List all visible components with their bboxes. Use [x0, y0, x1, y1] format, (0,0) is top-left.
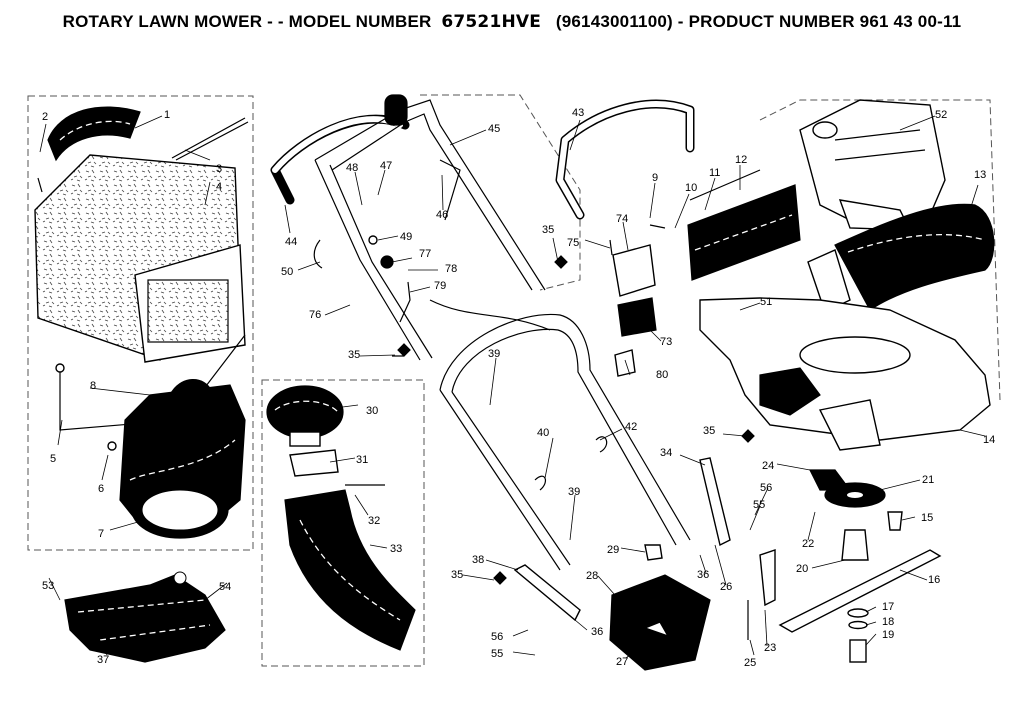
rear-door-assembly	[107, 379, 246, 539]
callout-3: 3	[216, 163, 222, 175]
group-box-discharge-chute	[261, 379, 425, 667]
group-box-handle	[420, 94, 581, 291]
callout-75: 75	[567, 237, 579, 249]
callout-78: 78	[445, 263, 457, 275]
callout-5: 5	[50, 453, 56, 465]
callout-26: 26	[720, 581, 732, 593]
height-adjuster-assembly	[609, 544, 711, 671]
callout-28: 28	[586, 570, 598, 582]
callout-31: 31	[356, 454, 368, 466]
callout-35-c: 35	[451, 569, 463, 581]
callout-43: 43	[572, 107, 584, 119]
title-prefix: ROTARY LAWN MOWER - - MODEL NUMBER	[62, 12, 432, 31]
callout-36-b: 36	[591, 626, 603, 638]
callout-80: 80	[656, 369, 668, 381]
callout-39-a: 39	[488, 348, 500, 360]
callout-27: 27	[616, 656, 628, 668]
diagram-title: ROTARY LAWN MOWER - - MODEL NUMBER 67521…	[0, 12, 1024, 32]
callout-55-b: 55	[491, 648, 503, 660]
callout-34: 34	[660, 447, 672, 459]
callout-40: 40	[537, 427, 549, 439]
discharge-deflector	[807, 203, 995, 313]
callout-35-a: 35	[542, 224, 554, 236]
callout-52: 52	[935, 109, 947, 121]
callout-35-d: 35	[703, 425, 715, 437]
rear-baffle-assembly	[649, 169, 801, 281]
callout-50: 50	[281, 266, 293, 278]
callout-44: 44	[285, 236, 297, 248]
callout-74: 74	[616, 213, 628, 225]
callout-13: 13	[974, 169, 986, 181]
callout-4: 4	[216, 181, 222, 193]
handle-knobs	[392, 255, 755, 585]
callout-55-a: 55	[753, 499, 765, 511]
model-number: 67521HVE	[441, 12, 542, 32]
callout-9: 9	[652, 172, 658, 184]
callout-46: 46	[436, 209, 448, 221]
upper-handle-assembly	[270, 94, 551, 361]
callout-57: 57	[783, 392, 795, 404]
callout-numbers: 1 2 3 4 5 6 7 8 9 10 11 12 13 14 15 16 1…	[42, 107, 995, 669]
callout-33: 33	[390, 543, 402, 555]
grass-bag-assembly	[34, 106, 249, 431]
callout-37: 37	[97, 654, 109, 666]
callout-47: 47	[380, 160, 392, 172]
callout-24: 24	[762, 460, 774, 472]
callout-49: 49	[400, 231, 412, 243]
callout-10: 10	[685, 182, 697, 194]
callout-12: 12	[735, 154, 747, 166]
callout-79: 79	[434, 280, 446, 292]
mulch-plug	[64, 571, 226, 663]
title-suffix: (96143001100) - PRODUCT NUMBER 961 43 00…	[555, 12, 962, 31]
callout-11: 11	[709, 167, 720, 179]
group-box-grass-bag	[27, 95, 254, 551]
group-box-engine	[759, 99, 1001, 401]
callout-53: 53	[42, 580, 54, 592]
callout-7: 7	[98, 528, 104, 540]
callout-1: 1	[164, 109, 170, 121]
callout-54: 54	[219, 581, 231, 593]
lower-handle-assembly	[439, 313, 731, 622]
callout-73: 73	[660, 336, 672, 348]
callout-29: 29	[607, 544, 619, 556]
control-bar-assembly	[555, 99, 695, 377]
leader-lines	[39, 115, 986, 659]
callout-56-b: 56	[491, 631, 503, 643]
callout-21: 21	[922, 474, 934, 486]
callout-36-a: 36	[697, 569, 709, 581]
callout-76: 76	[309, 309, 321, 321]
callout-77: 77	[419, 248, 431, 260]
callout-51: 51	[760, 296, 772, 308]
callout-20: 20	[796, 563, 808, 575]
callout-22: 22	[802, 538, 814, 550]
callout-38: 38	[472, 554, 484, 566]
callout-23: 23	[764, 642, 776, 654]
callout-2: 2	[42, 111, 48, 123]
callout-35-b: 35	[348, 349, 360, 361]
callout-39-b: 39	[568, 486, 580, 498]
callout-32: 32	[368, 515, 380, 527]
callout-16: 16	[928, 574, 940, 586]
callout-56-a: 56	[760, 482, 772, 494]
blade-assembly	[747, 469, 942, 663]
callout-30: 30	[366, 405, 378, 417]
callout-6: 6	[98, 483, 104, 495]
callout-48: 48	[346, 162, 358, 174]
callout-42: 42	[625, 421, 637, 433]
callout-45: 45	[488, 123, 500, 135]
discharge-chute-assembly	[266, 385, 416, 651]
callout-25: 25	[744, 657, 756, 669]
callout-15: 15	[921, 512, 933, 524]
callout-19: 19	[882, 629, 894, 641]
callout-17: 17	[882, 601, 894, 613]
mower-deck	[699, 297, 991, 451]
callout-14: 14	[983, 434, 995, 446]
callout-8: 8	[90, 380, 96, 392]
callout-18: 18	[882, 616, 894, 628]
